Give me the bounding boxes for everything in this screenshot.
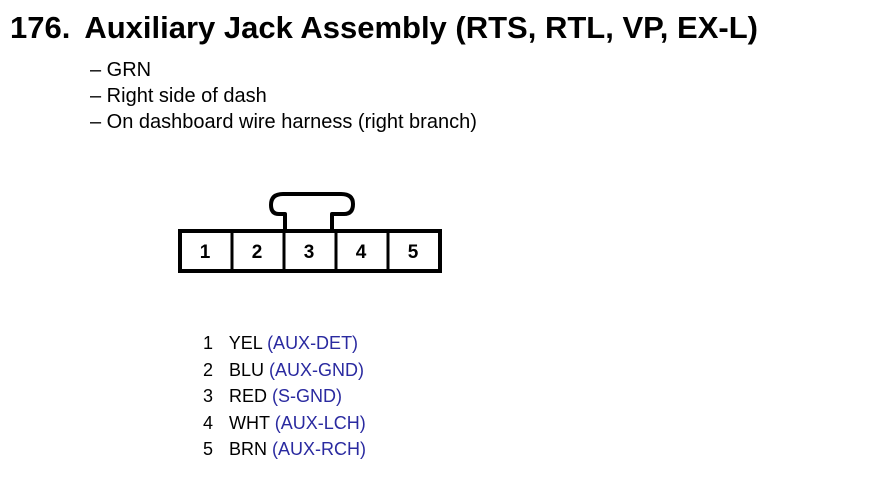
page-title: 176. Auxiliary Jack Assembly (RTS, RTL, V… [10,9,758,47]
wire-color: WHT [229,412,270,433]
pin-number: 4 [203,412,214,433]
pin-row: 3 RED (S-GND) [203,383,366,410]
title-text: Auxiliary Jack Assembly (RTS, RTL, VP, E… [84,10,758,45]
section-number: 176. [10,10,71,45]
note-location: – Right side of dash [90,85,267,107]
pin-number: 3 [203,386,214,406]
note-color: – GRN [90,59,152,81]
signal-name: (AUX-RCH) [272,439,367,459]
note-harness: – On dashboard wire harness (right branc… [90,111,477,133]
connector-lock-tab [269,192,355,231]
pin-list: 1 YEL (AUX-DET) 2 BLU (AUX-GND) 3 RED (S… [203,330,366,463]
signal-name: (AUX-LCH) [274,412,366,433]
cavity-label-2: 2 [252,242,263,263]
pin-number: 5 [203,439,214,459]
connector-notes: – GRN – Right side of dash – On dashboar… [90,57,477,135]
wire-color: BRN [229,439,268,459]
wire-color: RED [229,386,268,406]
connector-housing [178,229,442,273]
connector-diagram: 1 2 3 4 5 [178,192,442,273]
pin-row: 1 YEL (AUX-DET) [203,330,366,357]
signal-name: (AUX-GND) [269,359,365,380]
pin-row: 4 WHT (AUX-LCH) [203,410,366,437]
pin-row: 2 BLU (AUX-GND) [203,357,366,384]
cavity-label-5: 5 [408,242,419,263]
cavity-label-1: 1 [200,242,211,263]
signal-name: (AUX-DET) [267,333,359,353]
wire-color: YEL [228,333,263,353]
wire-color: BLU [229,359,265,380]
signal-name: (S-GND) [272,386,343,406]
pin-row: 5 BRN (AUX-RCH) [203,436,366,463]
cavity-label-3: 3 [304,242,315,263]
pin-number: 1 [203,333,214,353]
cavity-label-4: 4 [356,242,367,263]
pin-number: 2 [203,359,214,380]
